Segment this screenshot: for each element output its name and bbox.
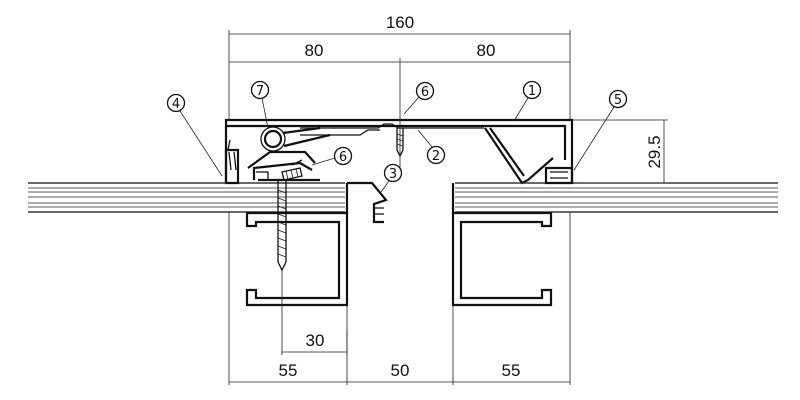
callout-1: 1 bbox=[513, 80, 542, 122]
gap-bracket bbox=[347, 181, 388, 224]
callout-6-top: 6 bbox=[403, 81, 435, 115]
end-seal-left bbox=[224, 139, 240, 185]
dim-half-right: 80 bbox=[477, 41, 496, 60]
svg-text:6: 6 bbox=[339, 150, 347, 165]
floor-slab-right bbox=[455, 182, 778, 213]
svg-text:7: 7 bbox=[256, 84, 264, 99]
left-bracket bbox=[247, 150, 320, 182]
svg-text:5: 5 bbox=[614, 93, 622, 108]
hinge-roller bbox=[260, 126, 331, 152]
dim-bottom-right: 55 bbox=[502, 361, 521, 380]
dim-half-left: 80 bbox=[305, 41, 324, 60]
steel-channel-right bbox=[451, 183, 553, 307]
svg-text:6: 6 bbox=[421, 85, 429, 100]
cover-inner-leg bbox=[484, 127, 554, 185]
callout-4: 4 bbox=[166, 93, 223, 177]
dim-bottom-left: 55 bbox=[279, 361, 298, 380]
svg-text:2: 2 bbox=[432, 149, 440, 164]
left-bracket-clip bbox=[256, 159, 303, 180]
svg-text:3: 3 bbox=[389, 167, 397, 182]
bracket-screw bbox=[281, 167, 303, 181]
extension-lines bbox=[228, 30, 668, 385]
callout-7: 7 bbox=[250, 80, 270, 129]
svg-text:4: 4 bbox=[172, 97, 180, 112]
end-seal-right bbox=[544, 166, 574, 185]
slide-plate bbox=[300, 123, 484, 129]
dim-height: 29.5 bbox=[645, 135, 664, 168]
steel-channel-left bbox=[245, 183, 349, 307]
slide-plate-lower bbox=[300, 129, 380, 136]
svg-text:1: 1 bbox=[528, 84, 536, 99]
callout-2: 2 bbox=[417, 129, 446, 165]
floor-slab-left bbox=[28, 182, 345, 213]
callout-6-bottom: 6 bbox=[311, 146, 353, 166]
anchor-screw bbox=[277, 180, 287, 272]
dimension-lines bbox=[229, 33, 665, 383]
dim-total-width: 160 bbox=[386, 13, 414, 32]
dim-bottom-middle: 50 bbox=[391, 361, 410, 380]
callout-3: 3 bbox=[380, 163, 403, 193]
dim-screw-offset: 30 bbox=[306, 331, 325, 350]
callout-5: 5 bbox=[573, 89, 628, 171]
